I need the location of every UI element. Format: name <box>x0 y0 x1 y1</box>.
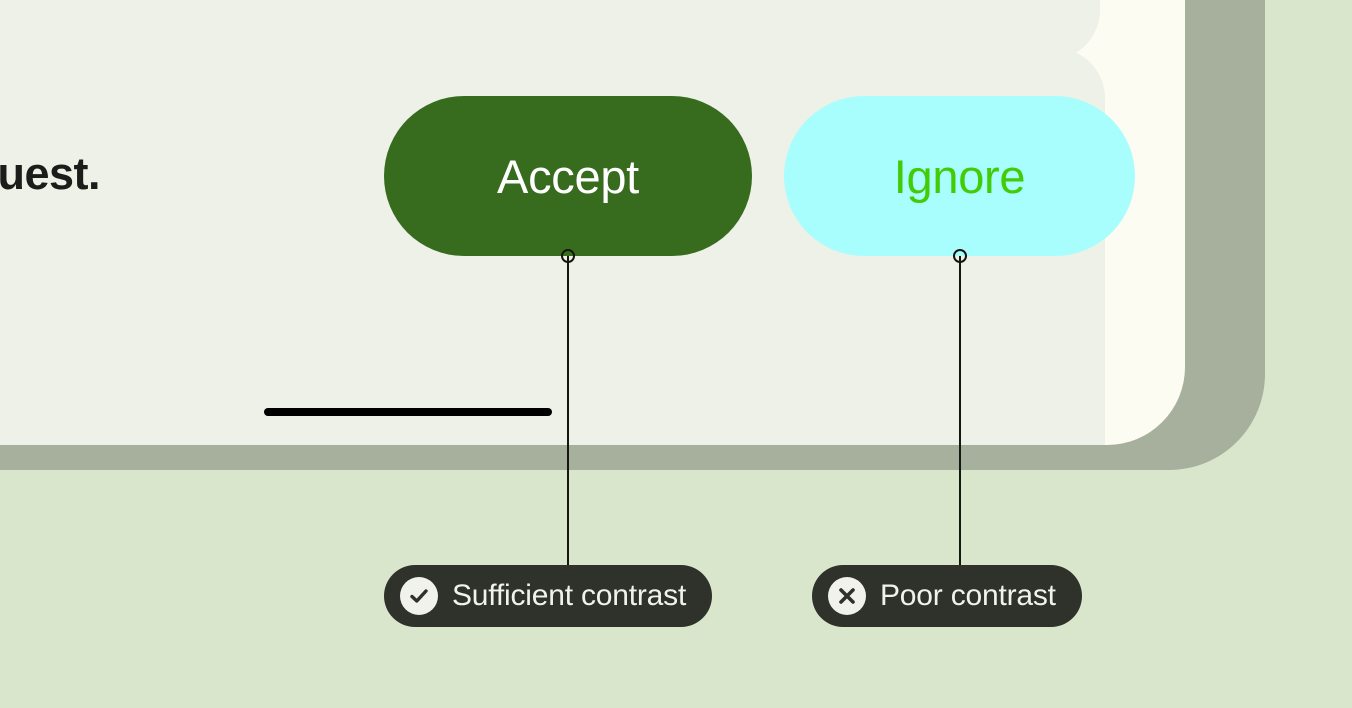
x-circle-icon <box>828 577 866 615</box>
leader-line-accept <box>567 256 569 568</box>
home-indicator[interactable] <box>264 408 552 416</box>
check-circle-icon <box>400 577 438 615</box>
annotation-sufficient-contrast: Sufficient contrast <box>384 565 713 627</box>
annotation-label: Poor contrast <box>880 579 1056 612</box>
leader-line-ignore <box>959 256 961 568</box>
annotation-poor-contrast: Poor contrast <box>812 565 1082 627</box>
request-message-text: a request. <box>0 148 101 199</box>
annotation-label: Sufficient contrast <box>452 579 687 612</box>
leader-dot-ignore <box>953 249 967 263</box>
device-screen: a request. Accept Ignore <box>0 0 1185 445</box>
accept-button[interactable]: Accept <box>384 96 752 256</box>
leader-dot-accept <box>561 249 575 263</box>
ignore-button[interactable]: Ignore <box>784 96 1135 256</box>
